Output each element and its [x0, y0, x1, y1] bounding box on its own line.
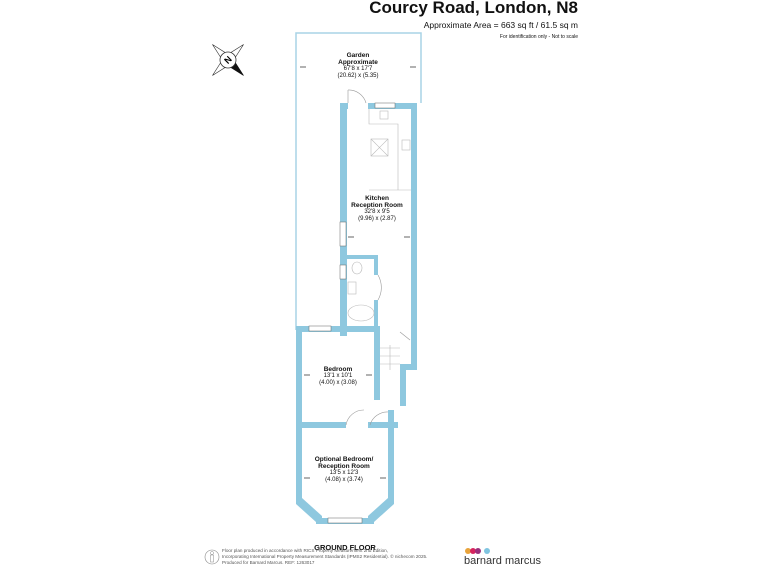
room-metric: (4.00) x (3.08) [319, 380, 357, 386]
room-name: Garden [346, 52, 370, 59]
room-label-garden: Garden Approximate 67'8 x 17'7 (20.62) x… [337, 52, 378, 80]
garden-outline [295, 32, 422, 330]
compass-north-label: N [222, 54, 234, 66]
brand-logo: barnard marcus [464, 555, 542, 567]
room-name: Bedroom [323, 366, 353, 373]
footer-line: Floor plan produced in accordance with R… [222, 548, 388, 553]
room-metric: (9.96) x (2.87) [358, 216, 396, 222]
room-metric: (20.62) x (5.35) [337, 73, 379, 79]
room-label-kitchen: Kitchen Reception Room 32'8 x 9'5 (9.96)… [351, 195, 403, 223]
kitchen-units [347, 109, 411, 370]
scale-note: For identification only - Not to scale [499, 34, 578, 40]
footer-line: Incorporating International Property Mea… [222, 554, 428, 559]
room-imperial: 13'1 x 10'1 [323, 373, 353, 379]
room-label-optional-bedroom: Optional Bedroom/ Reception Room 13'5 x … [315, 456, 374, 484]
footer-disclaimer: Floor plan produced in accordance with R… [222, 548, 482, 566]
approximate-area: Approximate Area = 663 sq ft / 61.5 sq m [423, 20, 578, 30]
floor-label: GROUND FLOOR [314, 543, 376, 552]
room-name: Optional Bedroom/ [314, 456, 374, 463]
room-imperial: 67'8 x 17'7 [343, 66, 373, 72]
doors [345, 89, 411, 426]
footer-line: Produced for Barnard Marcus. REF: 126301… [222, 560, 315, 565]
windows [308, 102, 396, 524]
room-label-bedroom: Bedroom 13'1 x 10'1 (4.00) x (3.08) [319, 366, 357, 387]
compass-icon [212, 44, 244, 76]
room-subtitle: Reception Room [351, 202, 403, 209]
property-title: Courcy Road, London, N8 [369, 0, 578, 17]
room-subtitle: Reception Room [318, 463, 370, 470]
room-subtitle: Approximate [338, 59, 378, 66]
dimension-arrows [300, 66, 416, 479]
room-imperial: 32'8 x 9'5 [364, 209, 390, 215]
room-metric: (4.08) x (3.74) [325, 477, 363, 483]
room-imperial: 13'5 x 12'3 [329, 470, 359, 476]
room-name: Kitchen [365, 195, 389, 202]
